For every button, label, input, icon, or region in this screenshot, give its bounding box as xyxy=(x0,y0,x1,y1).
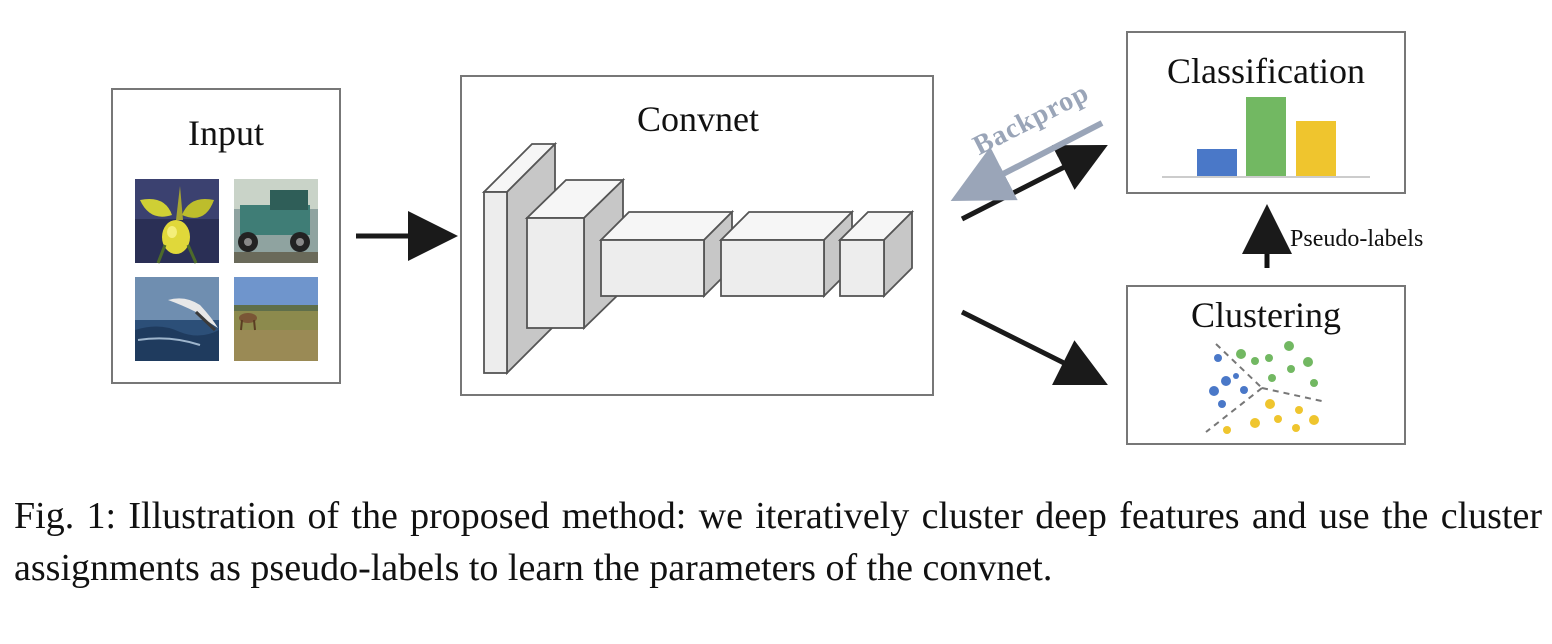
convnet-panel: Convnet xyxy=(460,75,934,396)
green-bar xyxy=(1246,97,1286,176)
conv-layer-2 xyxy=(524,177,626,331)
pseudo-labels-label: Pseudo-labels xyxy=(1290,226,1423,252)
convnet-to-classification-arrow xyxy=(960,144,1108,222)
input-title: Input xyxy=(188,113,264,153)
car-image xyxy=(234,179,318,263)
classification-title: Classification xyxy=(1167,51,1365,91)
classification-panel: Classification xyxy=(1126,31,1406,194)
method-diagram: Input xyxy=(111,31,1423,445)
yellow-cluster xyxy=(1223,399,1319,434)
backprop-label: Backprop xyxy=(968,77,1094,162)
blue-bar xyxy=(1197,149,1237,176)
clustering-panel: Clustering xyxy=(1126,285,1406,445)
input-panel: Input xyxy=(111,88,341,384)
conv-layer-3 xyxy=(598,209,735,299)
bird-over-sea-image xyxy=(135,277,219,361)
figure-caption: Fig. 1: Illustration of the proposed met… xyxy=(14,495,1542,589)
clustering-title: Clustering xyxy=(1191,295,1341,335)
cluster-boundaries xyxy=(1205,343,1327,433)
green-cluster xyxy=(1236,341,1318,387)
convnet-title: Convnet xyxy=(637,99,759,139)
yellow-bar xyxy=(1296,121,1336,176)
blue-cluster xyxy=(1209,354,1248,408)
flower-image xyxy=(135,179,219,264)
conv-layer-4 xyxy=(718,209,855,299)
backprop-arrow xyxy=(950,120,1104,201)
conv-layer-5 xyxy=(837,209,915,299)
antelope-field-image xyxy=(234,277,318,361)
convnet-to-clustering-arrow xyxy=(960,309,1108,385)
